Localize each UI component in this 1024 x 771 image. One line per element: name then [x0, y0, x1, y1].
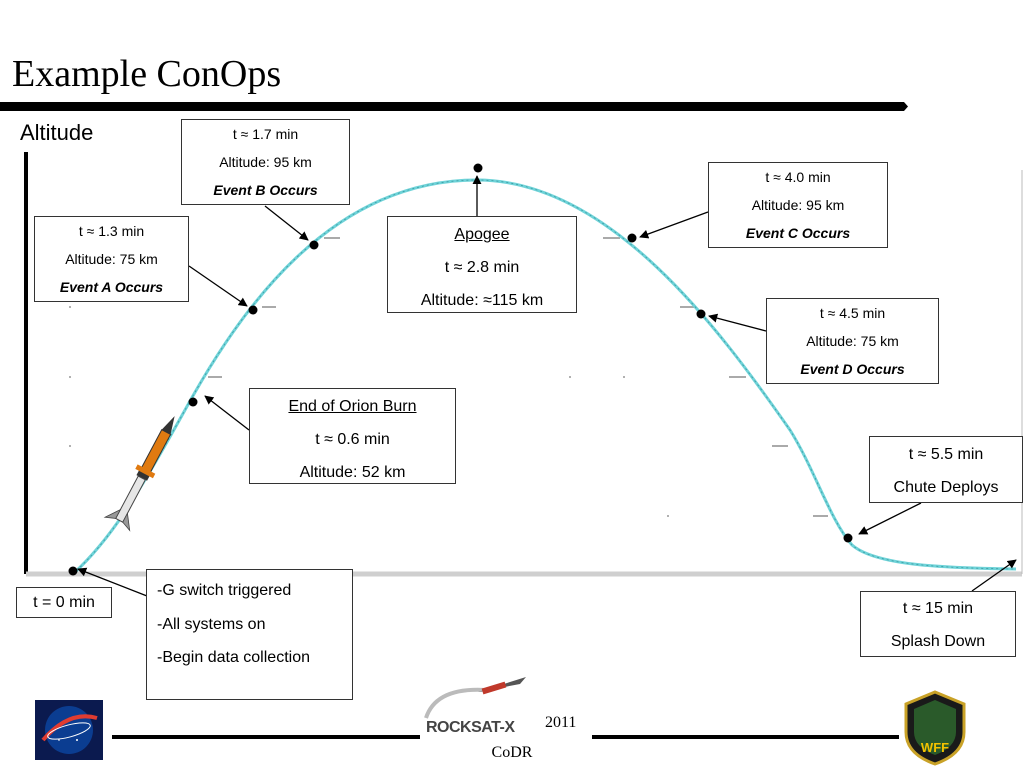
- event-d-altitude: Altitude: 75 km: [806, 333, 899, 349]
- altitude-axis-label: Altitude: [20, 120, 94, 145]
- chute-time: t ≈ 5.5 min: [908, 446, 984, 463]
- orion-burnout-time: t ≈ 0.6 min: [315, 431, 390, 448]
- event-a-box: t ≈ 1.3 min Altitude: 75 km Event A Occu…: [34, 216, 189, 302]
- launch-note-item: -Begin data collection: [157, 649, 310, 666]
- event-a-point: [248, 305, 258, 315]
- event-points: [68, 163, 853, 576]
- event-b-point: [309, 240, 319, 250]
- event-a-time: t ≈ 1.3 min: [78, 223, 145, 239]
- apogee-time: t ≈ 2.8 min: [444, 259, 520, 276]
- launch-note-item: -All systems on: [157, 615, 266, 633]
- launch-notes-box: -G switch triggered -All systems on -Beg…: [146, 569, 353, 700]
- svg-text:ROCKSAT-X: ROCKSAT-X: [426, 719, 515, 736]
- grid-dots: [69, 306, 669, 517]
- footer-rule-right: [592, 735, 899, 739]
- launch-point: [68, 566, 78, 576]
- nasa-logo: [35, 700, 103, 760]
- footer-year: 2011: [545, 714, 577, 731]
- splash-label: Splash Down: [890, 633, 986, 650]
- chute-box: t ≈ 5.5 min Chute Deploys: [869, 436, 1023, 503]
- event-d-box: t ≈ 4.5 min Altitude: 75 km Event D Occu…: [766, 298, 939, 384]
- page-title: Example ConOps: [12, 53, 282, 95]
- chute-label: Chute Deploys: [893, 479, 999, 496]
- event-c-point: [627, 233, 637, 243]
- footer-rule-left: [112, 735, 420, 739]
- event-b-altitude: Altitude: 95 km: [219, 154, 312, 170]
- orion-burnout-point: [188, 397, 198, 407]
- event-d-point: [696, 309, 706, 319]
- splash-time: t ≈ 15 min: [902, 600, 974, 617]
- orion-burnout-altitude: Altitude: 52 km: [299, 464, 406, 481]
- title-underline-arrow: [0, 102, 908, 111]
- event-c-box: t ≈ 4.0 min Altitude: 95 km Event C Occu…: [708, 162, 888, 248]
- grid-ticks: [208, 237, 828, 517]
- launch-time-text: t = 0 min: [33, 594, 95, 611]
- event-d-time: t ≈ 4.5 min: [819, 305, 886, 321]
- footer-review-name: CoDR: [491, 744, 533, 761]
- svg-text:WFF: WFF: [921, 740, 949, 755]
- event-b-time: t ≈ 1.7 min: [232, 126, 299, 142]
- splash-box: t ≈ 15 min Splash Down: [860, 591, 1016, 657]
- apogee-box: Apogee t ≈ 2.8 min Altitude: ≈115 km: [387, 216, 577, 313]
- apogee-heading: Apogee: [454, 226, 510, 243]
- event-a-altitude: Altitude: 75 km: [65, 251, 158, 267]
- orion-burnout-heading: End of Orion Burn: [288, 398, 417, 415]
- event-b-box: t ≈ 1.7 min Altitude: 95 km Event B Occu…: [181, 119, 350, 205]
- event-c-time: t ≈ 4.0 min: [765, 169, 831, 185]
- launch-time-box: t = 0 min: [16, 587, 112, 618]
- event-c-altitude: Altitude: 95 km: [751, 197, 845, 213]
- chute-point: [843, 533, 853, 543]
- wff-logo: WFF: [900, 690, 970, 766]
- event-d-label: Event D Occurs: [800, 361, 905, 377]
- apogee-point: [473, 163, 483, 173]
- event-a-label: Event A Occurs: [59, 279, 164, 295]
- rocksat-logo: ROCKSAT-X: [416, 672, 546, 742]
- rocket-icon: [103, 416, 175, 532]
- launch-note-item: -G switch triggered: [157, 582, 292, 599]
- event-c-label: Event C Occurs: [745, 225, 851, 241]
- apogee-altitude: Altitude: ≈115 km: [420, 292, 544, 309]
- orion-burnout-box: End of Orion Burn t ≈ 0.6 min Altitude: …: [249, 388, 456, 484]
- event-b-label: Event B Occurs: [213, 182, 318, 198]
